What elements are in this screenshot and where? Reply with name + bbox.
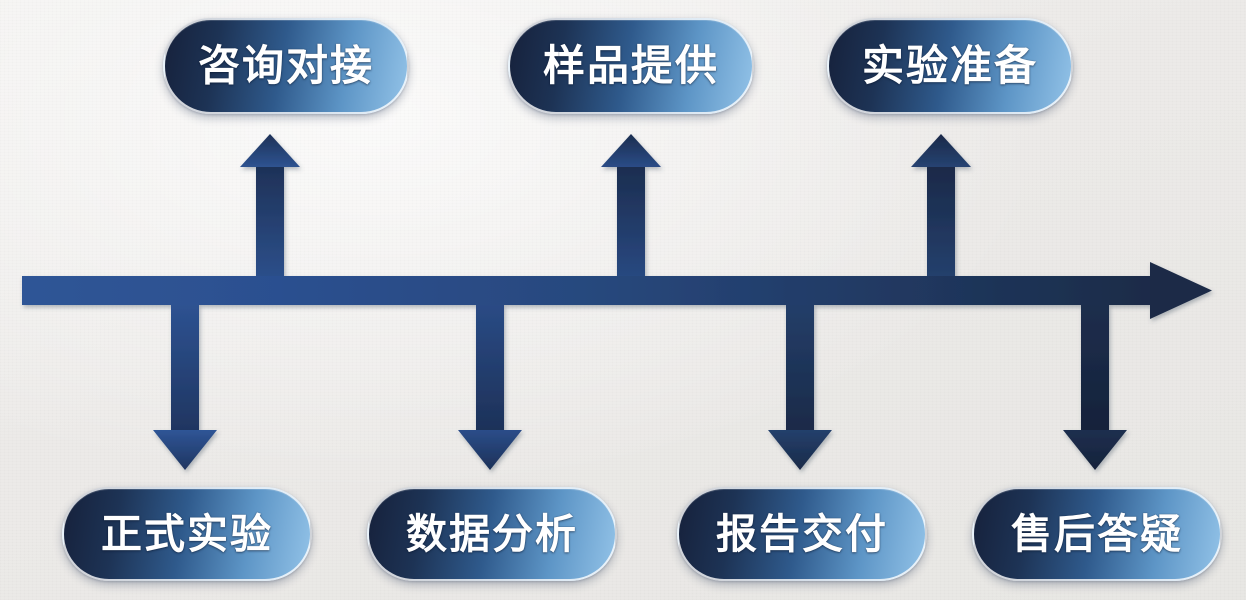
connector-down-1 [153,292,217,470]
step-report-delivery[interactable]: 报告交付 [677,487,927,581]
step-sample-supply[interactable]: 样品提供 [508,18,754,114]
connector-down-2 [458,292,522,470]
step-consultation[interactable]: 咨询对接 [163,18,409,114]
main-timeline-axis [22,262,1212,319]
step-report-delivery-label: 报告交付 [716,510,888,557]
step-after-sales-qa-label: 售后答疑 [1011,510,1183,557]
step-data-analysis[interactable]: 数据分析 [367,487,617,581]
step-sample-supply-label: 样品提供 [542,42,719,89]
connector-up-1 [240,134,300,292]
step-formal-experiment-label: 正式实验 [101,510,273,557]
step-consultation-label: 咨询对接 [197,42,374,89]
step-experiment-prep[interactable]: 实验准备 [827,18,1073,114]
connector-down-3 [768,292,832,470]
step-experiment-prep-label: 实验准备 [861,42,1038,89]
connector-down-4 [1063,292,1127,470]
connector-up-3 [911,134,971,292]
step-formal-experiment[interactable]: 正式实验 [62,487,312,581]
step-after-sales-qa[interactable]: 售后答疑 [972,487,1222,581]
connector-up-2 [601,134,661,292]
step-data-analysis-label: 数据分析 [406,510,578,557]
